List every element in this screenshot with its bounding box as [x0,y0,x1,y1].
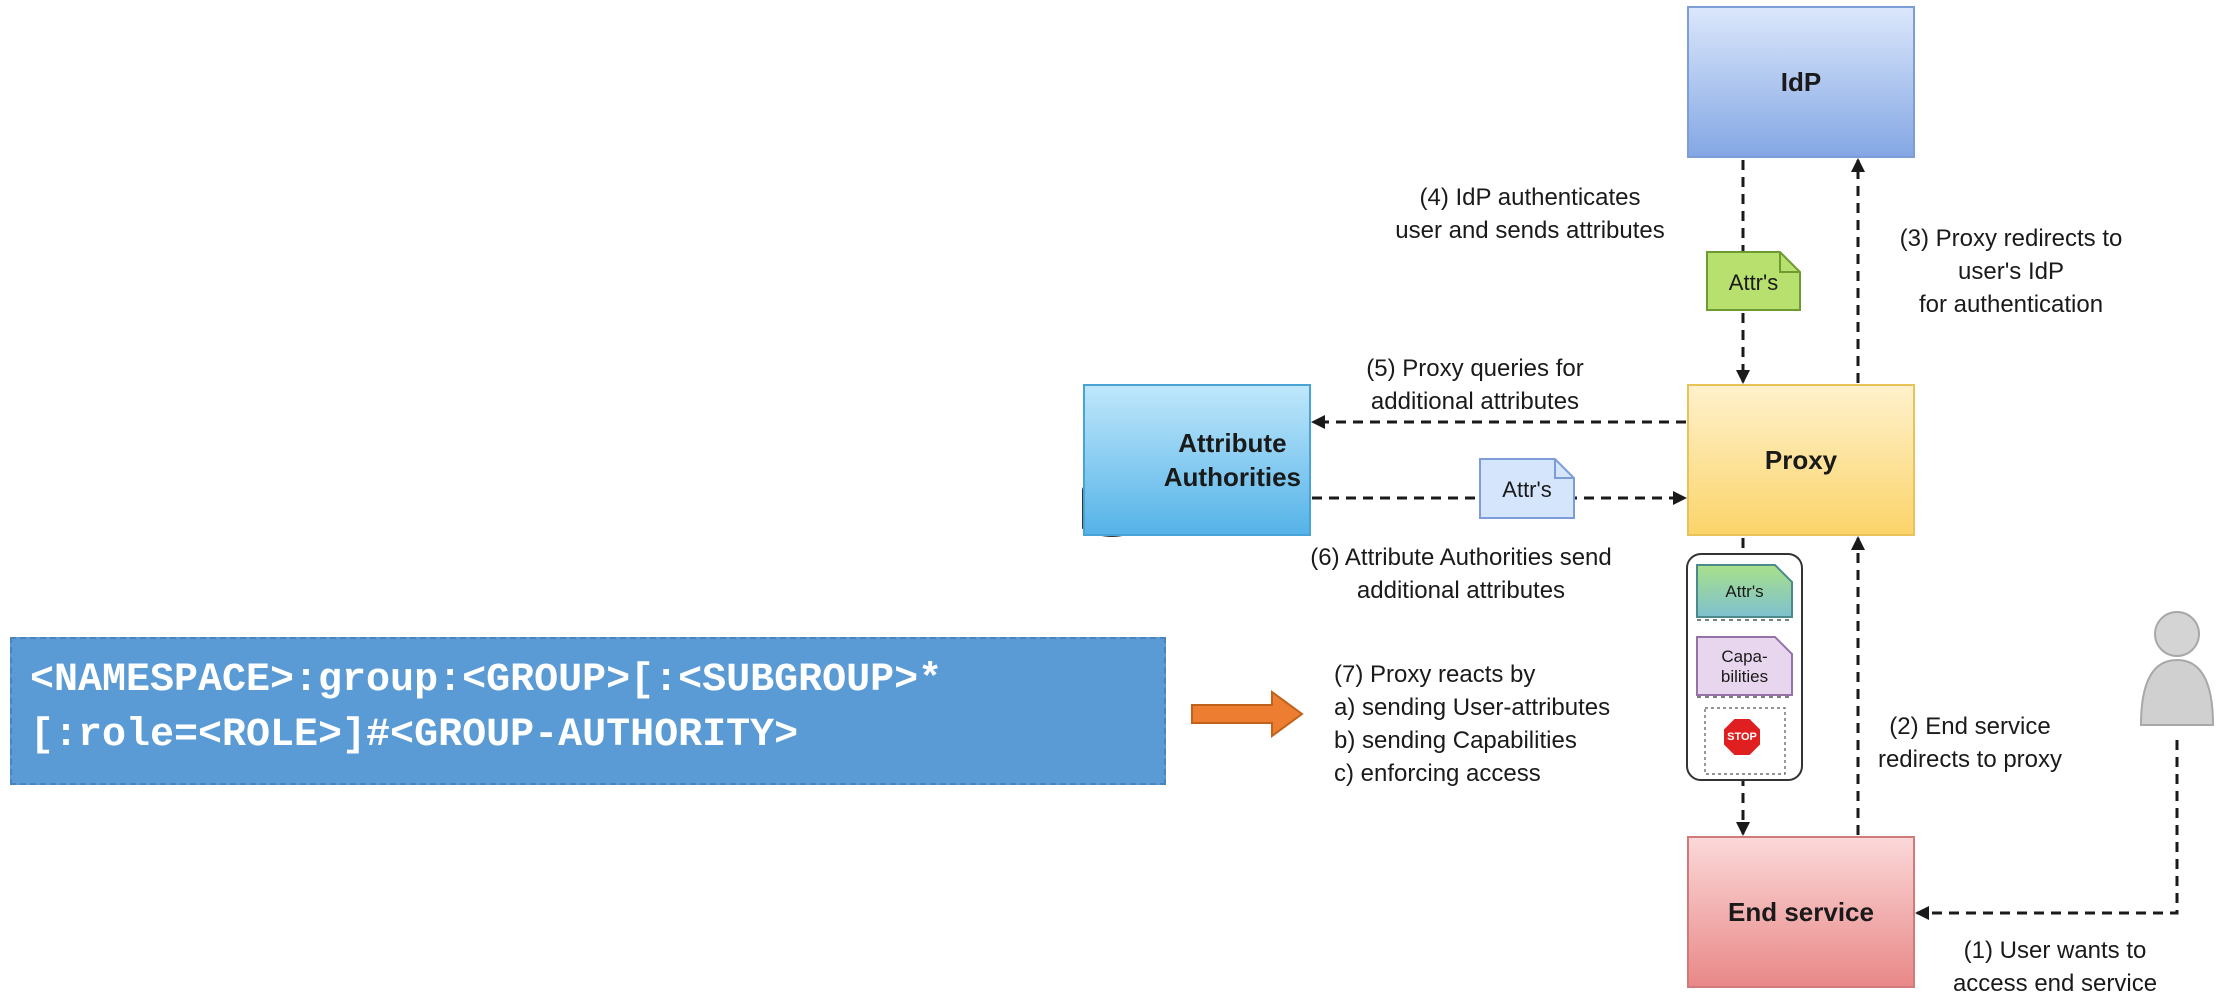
attribute-authorities-node: Attribute Authorities [1083,384,1311,536]
arrow-user-to-end-service [1915,740,2179,920]
attrs-doc-shape-aa [1479,458,1575,519]
attrs-doc-idp-label: Attr's [1728,270,1779,295]
step-4-label: (4) IdP authenticates user and sends att… [1395,184,1665,244]
stack-capabilities-doc: Capa- bilities [1697,640,1792,694]
step-6-label: (6) Attribute Authorities send additiona… [1310,544,1612,604]
proxy-node: Proxy [1687,384,1915,536]
stack-capabilities-label: Capa- bilities [1720,647,1769,686]
step-2-label: (2) End service redirects to proxy [1877,713,2063,773]
user-icon [2139,611,2215,726]
stack-attrs-doc: Attr's [1697,568,1792,616]
attrs-doc-idp: Attr's [1707,258,1800,308]
idp-node: IdP [1687,6,1915,158]
stack-attrs-label: Attr's [1725,582,1764,601]
orange-arrow [1191,690,1304,738]
step-3-label: (3) Proxy redirects to user's IdP for au… [1899,225,2123,318]
step-5-label: (5) Proxy queries for additional attribu… [1366,355,1584,415]
step-7-label: (7) Proxy reacts by a) sending User-attr… [1334,661,1611,787]
attrs-doc-aa: Attr's [1480,464,1574,516]
end-service-label: End service [1728,896,1874,927]
stop-sign-label: STOP [1727,731,1757,743]
formula-line-2: [:role=<ROLE>]#<GROUP-AUTHORITY> [30,713,799,758]
idp-label: IdP [1780,66,1822,97]
attrs-doc-shape-idp [1706,251,1801,311]
group-naming-formula: <NAMESPACE>:group:<GROUP>[:<SUBGROUP>* [… [10,637,1166,785]
attrs-doc-aa-label: Attr's [1502,477,1552,502]
proxy-label: Proxy [1764,444,1838,475]
step-1-label: (1) User wants to access end service [1952,937,2158,997]
attribute-authorities-label: Attribute Authorities [1163,428,1301,492]
formula-line-1: <NAMESPACE>:group:<GROUP>[:<SUBGROUP>* [30,658,943,703]
stop-sign-icon [1722,717,1762,757]
end-service-node: End service [1687,836,1915,988]
stop-sign: STOP [1723,718,1761,756]
